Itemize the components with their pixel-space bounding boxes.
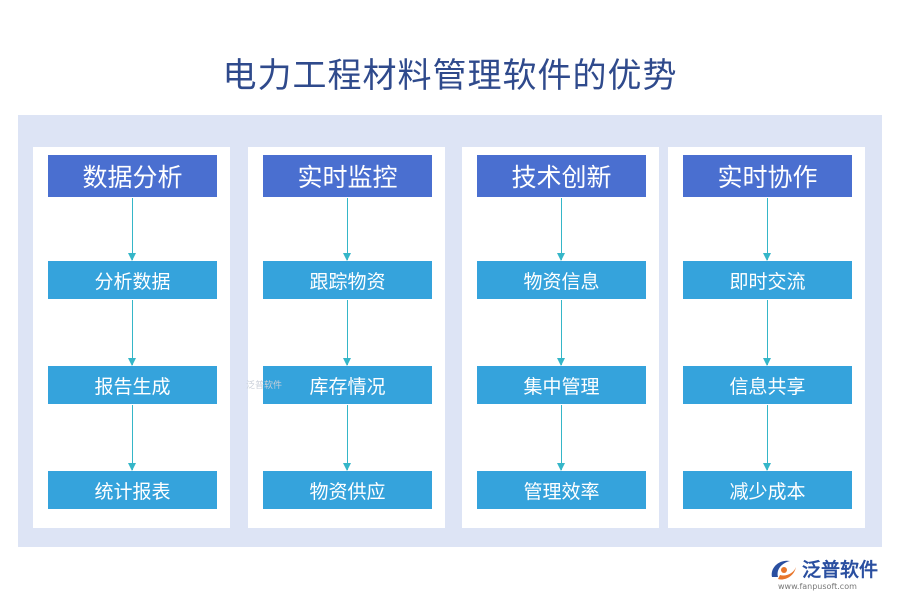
column-item: 集中管理 — [477, 366, 646, 404]
column-item: 分析数据 — [48, 261, 217, 299]
column-item: 物资信息 — [477, 261, 646, 299]
column-tech-innovation: 技术创新 物资信息 集中管理 管理效率 — [462, 147, 659, 528]
page-title: 电力工程材料管理软件的优势 — [222, 56, 678, 96]
brand-name: 泛普软件 — [802, 559, 879, 581]
column-header: 实时协作 — [683, 155, 852, 197]
arrow-down-icon — [763, 405, 771, 471]
arrow-down-icon — [557, 405, 565, 471]
arrow-down-icon — [128, 300, 136, 366]
arrow-down-icon — [343, 198, 351, 261]
brand-logo-icon — [771, 560, 796, 580]
arrow-down-icon — [128, 198, 136, 261]
arrow-down-icon — [763, 300, 771, 366]
column-data-analysis: 数据分析 分析数据 报告生成 统计报表 — [33, 147, 230, 528]
brand-logo: 泛普软件 www.fanpusoft.com — [768, 555, 892, 595]
column-header: 数据分析 — [48, 155, 217, 197]
brand-url: www.fanpusoft.com — [778, 582, 857, 591]
watermark: 泛普软件 — [246, 381, 283, 391]
arrow-down-icon — [557, 300, 565, 366]
column-item: 信息共享 — [683, 366, 852, 404]
column-realtime-monitoring: 实时监控 跟踪物资 库存情况 物资供应 — [248, 147, 445, 528]
column-item: 报告生成 — [48, 366, 217, 404]
column-item: 统计报表 — [48, 471, 217, 509]
column-header: 技术创新 — [477, 155, 646, 197]
arrow-down-icon — [557, 198, 565, 261]
column-realtime-collaboration: 实时协作 即时交流 信息共享 减少成本 — [668, 147, 865, 528]
column-item: 减少成本 — [683, 471, 852, 509]
column-item: 即时交流 — [683, 261, 852, 299]
arrow-down-icon — [763, 198, 771, 261]
column-item: 物资供应 — [263, 471, 432, 509]
column-item: 库存情况 — [263, 366, 432, 404]
arrow-down-icon — [128, 405, 136, 471]
column-header: 实时监控 — [263, 155, 432, 197]
advantages-panel: 数据分析 分析数据 报告生成 统计报表 实时监控 跟踪物资 库存情况 物资供应 … — [18, 115, 882, 547]
column-item: 管理效率 — [477, 471, 646, 509]
arrow-down-icon — [343, 405, 351, 471]
column-item: 跟踪物资 — [263, 261, 432, 299]
arrow-down-icon — [343, 300, 351, 366]
